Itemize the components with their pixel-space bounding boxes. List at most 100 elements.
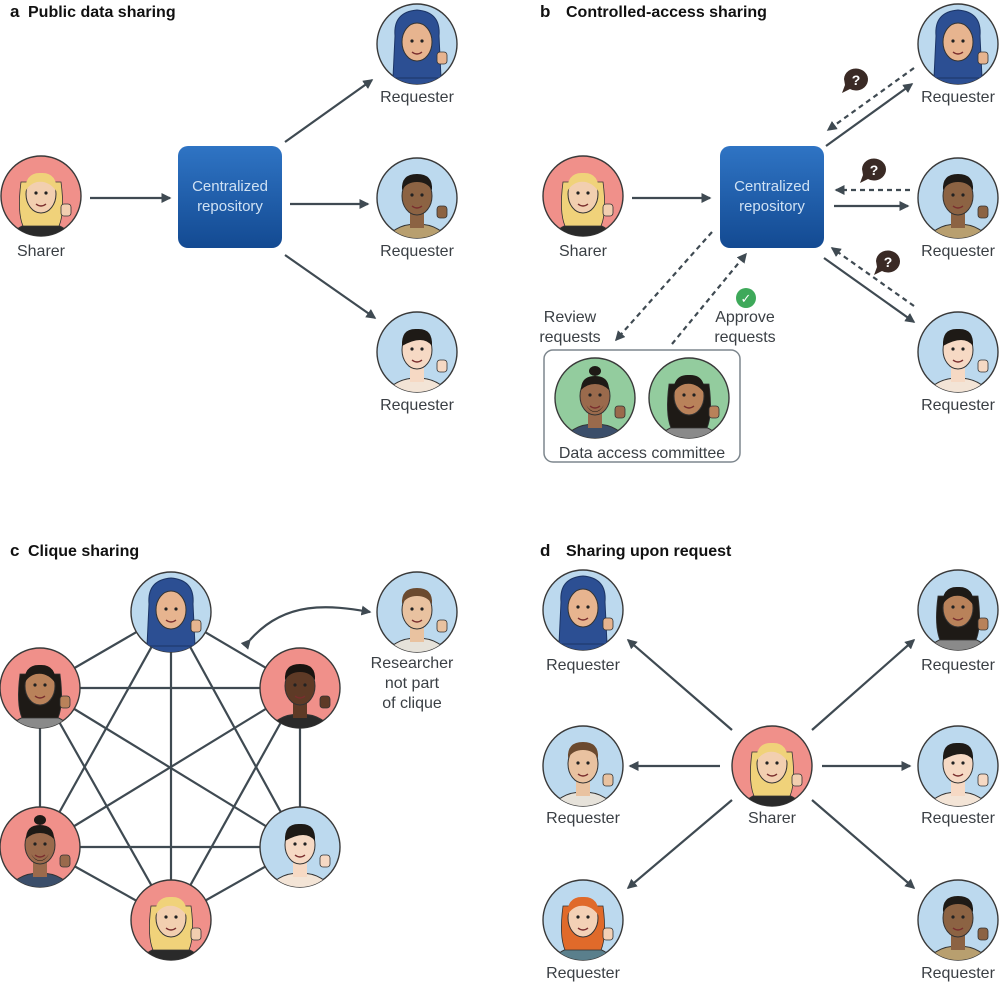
thumbs-up-icon [59,695,71,709]
avatar-a-requester-3 [376,311,458,393]
label-d-requester-1: Requester [546,657,620,674]
avatar-figure [269,823,331,887]
arrow-b-repo-to-requester-1 [825,83,914,147]
repository-box [720,146,824,248]
panel-c-letter: c [10,541,19,560]
panel-a-letter: a [10,2,20,21]
question-mark-text: ? [852,72,861,88]
panel-c-title: c Clique sharing [10,541,139,560]
label-d-requester-3: Requester [546,965,620,982]
label-review-2: requests [539,329,600,346]
avatar-figure [552,742,614,806]
avatar-figure [741,742,803,806]
avatar-figure [269,664,331,728]
avatar-figure [658,374,720,438]
label-a-requester-2: Requester [380,243,454,260]
panel-d: Sharer Requester Requester Requester Req… [542,569,999,982]
avatar-figure [9,664,71,728]
thumbs-up-icon [602,927,614,941]
avatar-a-sharer [0,155,82,237]
panel-c-heading: Clique sharing [28,543,139,560]
avatar-b-requester-3 [917,311,999,393]
avatar-figure [927,742,989,806]
avatar-b-requester-1 [917,3,999,85]
speech-bubble-icon [842,68,868,93]
speech-bubble-icon [874,250,900,275]
arrow-b-approve-requests [671,252,747,345]
label-d-requester-5: Requester [921,810,995,827]
panel-b-title: b Controlled-access sharing [540,2,767,21]
avatar-figure [10,172,72,236]
avatar-c-man-dark [259,647,341,729]
question-mark-text: ? [884,254,893,270]
repository-b: Centralized repository [720,146,824,248]
panel-b-heading: Controlled-access sharing [566,4,767,21]
avatar-b-requester-2 [917,157,999,239]
avatar-figure [386,9,448,84]
label-committee: Data access committee [559,445,725,462]
avatar-d-requester-4 [917,569,999,651]
question-bubble-1: ? [842,68,868,93]
avatar-d-requester-6 [917,879,999,961]
label-d-requester-4: Requester [921,657,995,674]
thumbs-up-icon [436,205,448,219]
repository-label-2: repository [739,198,805,215]
label-outsider-2: not part [385,675,440,692]
thumbs-up-icon [436,619,448,633]
label-d-requester-6: Requester [921,965,995,982]
thumbs-up-icon [977,617,989,631]
avatar-figure [564,366,626,438]
repository-label-1: Centralized [192,178,268,195]
arrow-repo-to-requester-1 [284,79,374,143]
avatar-c-woman-2 [259,806,341,888]
avatar-b-committee-1 [554,357,636,439]
panel-a-title: a Public data sharing [10,2,176,21]
avatar-figure [927,896,989,960]
approve-check: ✓ [736,288,756,308]
arrow-repo-to-requester-3 [284,254,377,319]
avatar-figure [552,172,614,236]
arrow-b-review-requests [615,231,713,342]
arrow-b-request-3 [830,247,915,307]
avatar-figure [552,575,614,650]
thumbs-up-icon [977,51,989,65]
avatar-c-outsider [376,571,458,653]
repository-label-2: repository [197,198,263,215]
arrow-b-repo-to-requester-3 [823,257,916,323]
clique-edges [38,611,302,921]
panel-a-arrows [90,79,377,319]
question-mark-text: ? [870,162,879,178]
speech-bubble-icon [860,158,886,183]
repository-label-1: Centralized [734,178,810,195]
label-b-requester-3: Requester [921,397,995,414]
avatar-d-requester-2 [542,725,624,807]
panel-b-arrows [615,67,916,345]
thumbs-up-icon [59,854,71,868]
repository-a: Centralized repository [178,146,282,248]
panel-a: Centralized repository Sharer Requester … [0,3,458,414]
avatar-a-requester-2 [376,157,458,239]
avatar-figure [140,896,202,960]
avatar-d-requester-1 [542,569,624,651]
panel-b-letter: b [540,2,550,21]
thumbs-up-icon [436,359,448,373]
thumbs-up-icon [319,695,331,709]
question-bubble-2: ? [860,158,886,183]
avatar-figure [552,896,614,960]
avatar-figure [927,174,989,238]
check-mark-text: ✓ [741,291,752,306]
check-circle-icon [736,288,756,308]
thumbs-up-icon [436,51,448,65]
panel-d-arrows [626,639,916,889]
thumbs-up-icon [977,773,989,787]
thumbs-up-icon [602,203,614,217]
panel-d-title: d Sharing upon request [540,541,732,560]
question-bubble-3: ? [874,250,900,275]
thumbs-up-icon [319,854,331,868]
thumbs-up-icon [60,203,72,217]
avatar-b-sharer [542,155,624,237]
thumbs-up-icon [977,205,989,219]
panel-c: Researcher not part of clique [0,571,458,961]
avatar-c-woman-1 [0,647,81,729]
